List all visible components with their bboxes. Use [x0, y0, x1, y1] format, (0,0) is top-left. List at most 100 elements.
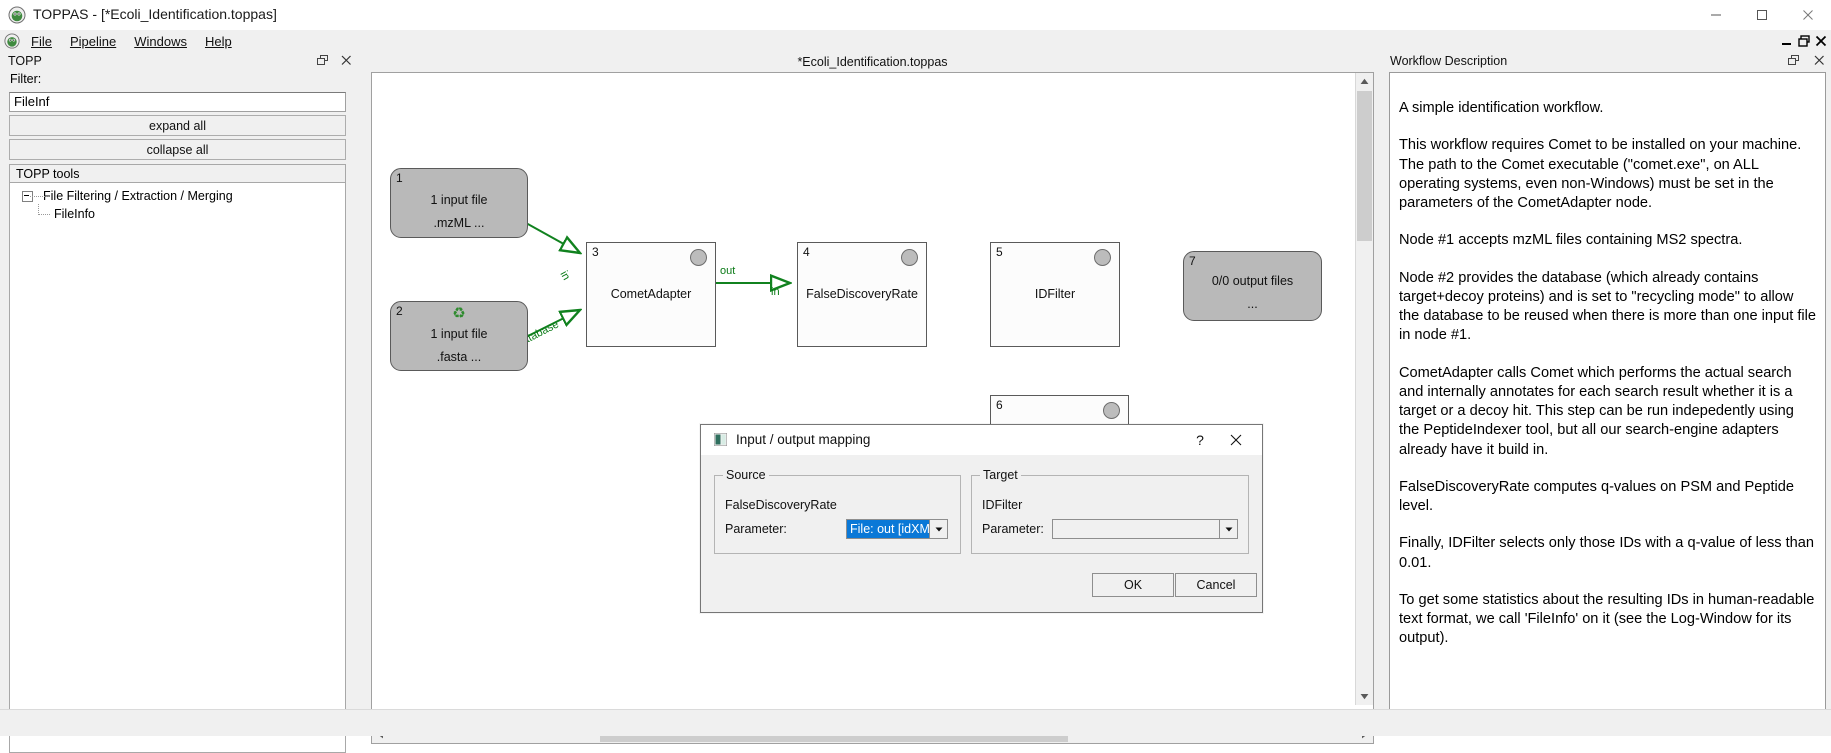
- window-title: TOPPAS - [*Ecoli_Identification.toppas]: [33, 6, 277, 22]
- menu-pipeline-label: Pipeline: [69, 33, 117, 49]
- toppas-icon: [8, 6, 26, 24]
- description-paragraph: A simple identification workflow.: [1399, 100, 1604, 116]
- tree-node-category[interactable]: File Filtering / Extraction / Merging: [10, 187, 345, 205]
- description-text-area[interactable]: A simple identification workflow. This w…: [1389, 72, 1826, 722]
- canvas-frame: in database out in 1 1 input file .mzML …: [371, 72, 1374, 744]
- canvas-title: *Ecoli_Identification.toppas: [797, 55, 948, 69]
- description-paragraph: Finally, IDFilter selects only those IDs…: [1399, 535, 1815, 571]
- mdi-close-icon[interactable]: [1812, 32, 1829, 49]
- source-parameter-combobox[interactable]: File: out [idXML]: [846, 519, 948, 539]
- close-icon[interactable]: [1785, 0, 1831, 30]
- node-status-indicator: [1103, 402, 1120, 419]
- workflow-node-4[interactable]: 4 FalseDiscoveryRate: [797, 242, 927, 347]
- source-parameter-value: File: out [idXML]: [847, 520, 929, 538]
- menu-windows[interactable]: Windows: [125, 32, 196, 51]
- node-label: IDFilter: [1034, 287, 1076, 301]
- toppas-small-icon: [4, 33, 20, 49]
- node-number: 4: [803, 245, 810, 259]
- maximize-icon[interactable]: [1739, 0, 1785, 30]
- help-icon[interactable]: ?: [1196, 432, 1204, 448]
- filter-label: Filter:: [10, 72, 42, 86]
- mdi-minimize-icon[interactable]: [1778, 32, 1795, 49]
- workflow-node-7[interactable]: 7 0/0 output files ...: [1183, 251, 1322, 321]
- target-parameter-value: [1053, 520, 1219, 538]
- workflow-description-panel: Workflow Description A simple identifica…: [1384, 52, 1831, 736]
- workflow-node-2[interactable]: 2 ♻ 1 input file .fasta ...: [390, 301, 528, 371]
- node-label: FalseDiscoveryRate: [806, 287, 918, 301]
- close-icon[interactable]: [340, 54, 352, 67]
- node-label: CometAdapter: [610, 287, 692, 301]
- description-panel-header: Workflow Description: [1384, 52, 1831, 71]
- description-paragraph: This workflow requires Comet to be insta…: [1399, 137, 1802, 211]
- dialog-title-bar: Input / output mapping ?: [701, 425, 1262, 455]
- input-output-mapping-dialog: Input / output mapping ? Source FalseDis…: [700, 424, 1263, 613]
- node-status-indicator: [1094, 249, 1111, 266]
- window-buttons: [1693, 0, 1831, 30]
- topp-tools-header: TOPP tools: [9, 164, 346, 183]
- menu-items: File Pipeline Windows Help: [22, 30, 241, 52]
- tree-node-fileinfo-label: FileInfo: [54, 207, 95, 221]
- minimize-icon[interactable]: [1693, 0, 1739, 30]
- chevron-down-icon[interactable]: [929, 520, 947, 538]
- node-label: 1 input file: [430, 193, 488, 207]
- filter-input[interactable]: FileInf: [9, 92, 346, 112]
- topp-panel-header-buttons: [316, 54, 352, 67]
- chevron-down-icon[interactable]: [1219, 520, 1237, 538]
- menu-file-label: File: [31, 33, 52, 49]
- workflow-node-1[interactable]: 1 1 input file .mzML ...: [390, 168, 528, 238]
- node-label: 1 input file: [430, 327, 488, 341]
- node-number: 1: [396, 171, 403, 185]
- node-number: 6: [996, 398, 1003, 412]
- edge-label-out-3: out: [720, 265, 736, 277]
- target-legend: Target: [980, 468, 1021, 482]
- close-icon[interactable]: [1226, 430, 1246, 450]
- source-groupbox: Source FalseDiscoveryRate Parameter: Fil…: [714, 468, 961, 554]
- description-paragraph: Node #1 accepts mzML files containing MS…: [1399, 232, 1743, 249]
- undock-icon[interactable]: [316, 54, 328, 67]
- ok-button[interactable]: OK: [1092, 573, 1174, 597]
- expand-all-button[interactable]: expand all: [9, 115, 346, 136]
- mdi-restore-icon[interactable]: [1795, 32, 1812, 49]
- menu-windows-label: Windows: [134, 33, 187, 49]
- description-paragraph: CometAdapter calls Comet which performs …: [1399, 364, 1794, 458]
- description-paragraph: To get some statistics about the resulti…: [1399, 591, 1815, 647]
- scroll-up-icon[interactable]: [1356, 73, 1373, 90]
- node-number: 7: [1189, 254, 1196, 268]
- source-legend: Source: [723, 468, 769, 482]
- menu-help[interactable]: Help: [196, 32, 241, 51]
- status-bar: [0, 709, 1831, 736]
- description-panel-header-buttons: [1787, 54, 1825, 67]
- node-label: 0/0 output files: [1211, 274, 1294, 288]
- source-parameter-label: Parameter:: [725, 522, 787, 536]
- topp-panel-title: TOPP: [8, 54, 42, 68]
- topp-panel: TOPP Filter: FileInf expand all collapse…: [0, 52, 358, 753]
- vertical-scroll-thumb[interactable]: [1357, 91, 1372, 241]
- recycle-icon: ♻: [452, 305, 466, 322]
- node-sublabel: .fasta ...: [436, 350, 482, 364]
- topp-tools-tree[interactable]: File Filtering / Extraction / Merging Fi…: [9, 183, 346, 753]
- description-paragraph: Node #2 provides the database (which alr…: [1399, 269, 1817, 344]
- canvas-vertical-scrollbar[interactable]: [1355, 73, 1373, 705]
- workflow-node-3[interactable]: 3 CometAdapter: [586, 242, 716, 347]
- scroll-down-icon[interactable]: [1356, 688, 1373, 705]
- cancel-button[interactable]: Cancel: [1175, 573, 1257, 597]
- edge-label-in-4: in: [771, 286, 780, 298]
- collapse-all-button[interactable]: collapse all: [9, 139, 346, 160]
- description-paragraph: FalseDiscoveryRate computes q-values on …: [1399, 478, 1795, 514]
- description-panel-title: Workflow Description: [1390, 54, 1508, 68]
- node-number: 3: [592, 245, 599, 259]
- node-sublabel: .mzML ...: [433, 216, 485, 230]
- undock-icon[interactable]: [1787, 54, 1799, 67]
- tree-connector-icon: [38, 204, 39, 215]
- node-status-indicator: [901, 249, 918, 266]
- title-bar: TOPPAS - [*Ecoli_Identification.toppas]: [0, 0, 1831, 31]
- close-icon[interactable]: [1813, 54, 1825, 67]
- menu-file[interactable]: File: [22, 32, 61, 51]
- menu-pipeline[interactable]: Pipeline: [61, 32, 125, 51]
- workflow-node-5[interactable]: 5 IDFilter: [990, 242, 1120, 347]
- tree-node-fileinfo[interactable]: FileInfo: [10, 204, 345, 223]
- mdi-buttons: [1778, 32, 1829, 49]
- target-parameter-combobox[interactable]: [1052, 519, 1238, 539]
- source-node-name: FalseDiscoveryRate: [725, 498, 837, 512]
